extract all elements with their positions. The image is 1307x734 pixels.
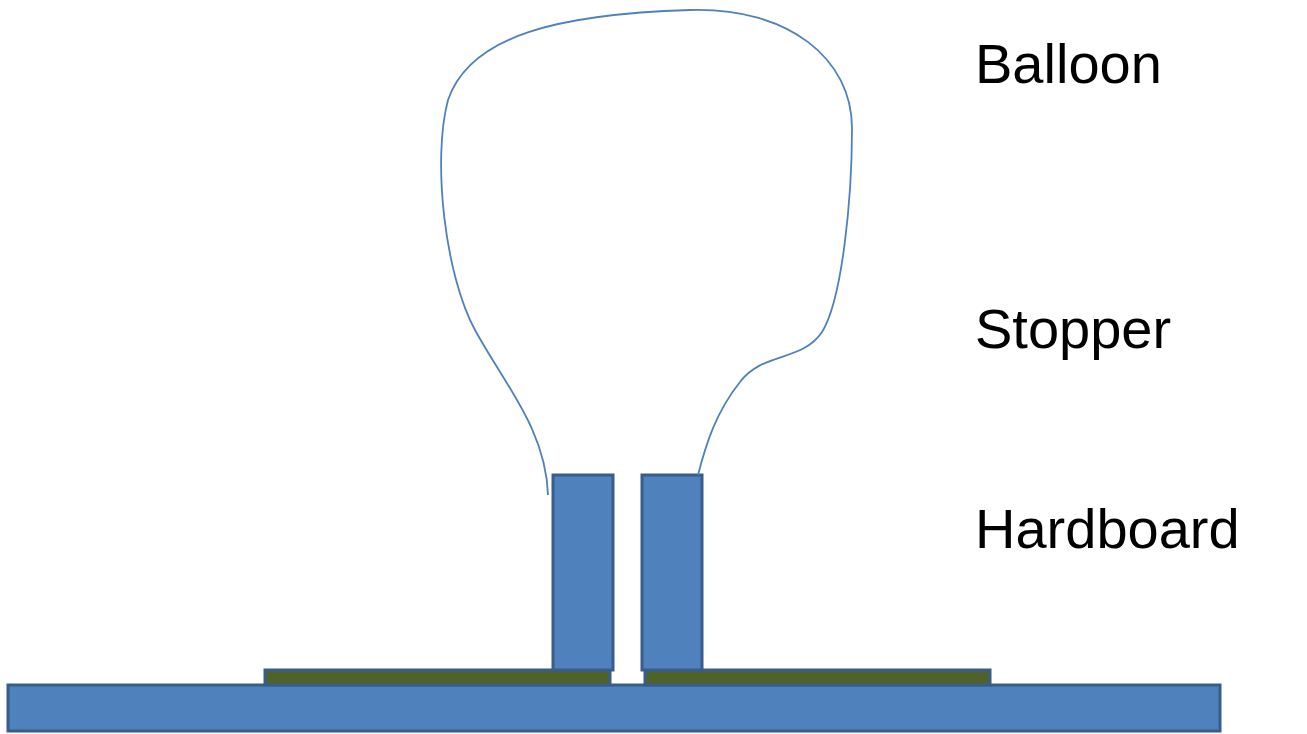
stopper-half bbox=[553, 475, 613, 670]
glue-strip bbox=[265, 670, 610, 685]
glue-strip bbox=[645, 670, 990, 685]
hardboard-base bbox=[8, 685, 1220, 731]
stopper-half bbox=[642, 475, 702, 670]
balloon-outline bbox=[441, 10, 852, 495]
part-label: Balloon bbox=[975, 30, 1162, 97]
part-label: Stopper bbox=[975, 295, 1171, 362]
part-label: Hardboard bbox=[975, 495, 1240, 562]
